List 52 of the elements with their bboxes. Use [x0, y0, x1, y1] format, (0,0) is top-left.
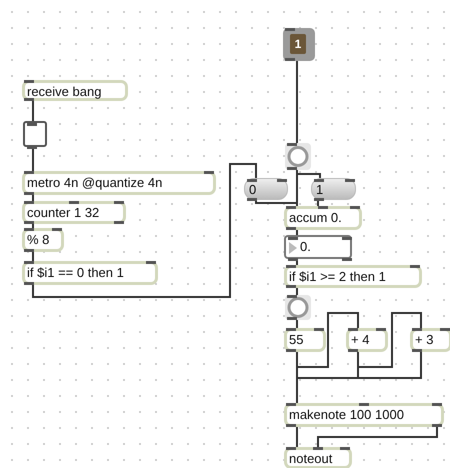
patch-cord: [32, 224, 34, 228]
patch-cord: [32, 147, 34, 171]
patch-cord: [296, 288, 298, 295]
patch-cord: [357, 312, 422, 368]
message-box: [244, 178, 288, 200]
bang-button: [285, 143, 311, 170]
object-label: % 8: [27, 232, 50, 247]
toggle-box: [283, 28, 315, 61]
object-box: [22, 228, 64, 252]
object-label: 55: [289, 332, 304, 347]
object-label: 0.: [300, 239, 311, 254]
patch-cord: [32, 195, 34, 201]
object-label: 1: [290, 34, 306, 54]
patch-cord: [296, 312, 359, 368]
patch-cord: [296, 320, 298, 328]
object-box: [22, 261, 158, 285]
object-box: [284, 328, 326, 352]
toggle-box: [23, 121, 47, 147]
object-label: + 3: [415, 332, 434, 347]
object-box: [284, 206, 362, 230]
object-label: + 4: [351, 332, 370, 347]
patch-cord: [32, 163, 257, 298]
object-label: makenote 100 1000: [289, 407, 404, 422]
patch-cord: [317, 427, 438, 447]
object-label: noteout: [289, 451, 332, 466]
object-box: [410, 328, 450, 352]
patch-cord: [296, 170, 321, 178]
patch-cord: [32, 101, 34, 121]
object-box: [346, 328, 388, 352]
object-label: 0: [249, 182, 256, 197]
object-label: receive bang: [27, 84, 102, 99]
object-label: accum 0.: [289, 210, 342, 225]
object-box: [22, 201, 126, 224]
message-box: [311, 178, 356, 200]
object-label: if $i1 == 0 then 1: [27, 265, 124, 280]
patch-cord: [296, 61, 298, 143]
object-box: [22, 80, 128, 101]
object-label: counter 1 32: [27, 205, 100, 220]
patch-cord: [255, 200, 298, 206]
number-box: [284, 235, 352, 259]
bang-button: [285, 295, 311, 320]
object-label: 1: [316, 182, 324, 197]
object-label: metro 4n @quantize 4n: [27, 175, 162, 190]
object-box: [284, 403, 444, 427]
object-label: if $i1 >= 2 then 1: [289, 269, 386, 284]
patch-cord: [296, 352, 422, 403]
object-box: [284, 447, 352, 468]
patch-cord: [296, 427, 298, 447]
patch-cord: [32, 252, 34, 261]
object-box: [284, 265, 422, 288]
object-box: [22, 171, 216, 195]
patch-cord: [296, 230, 298, 235]
